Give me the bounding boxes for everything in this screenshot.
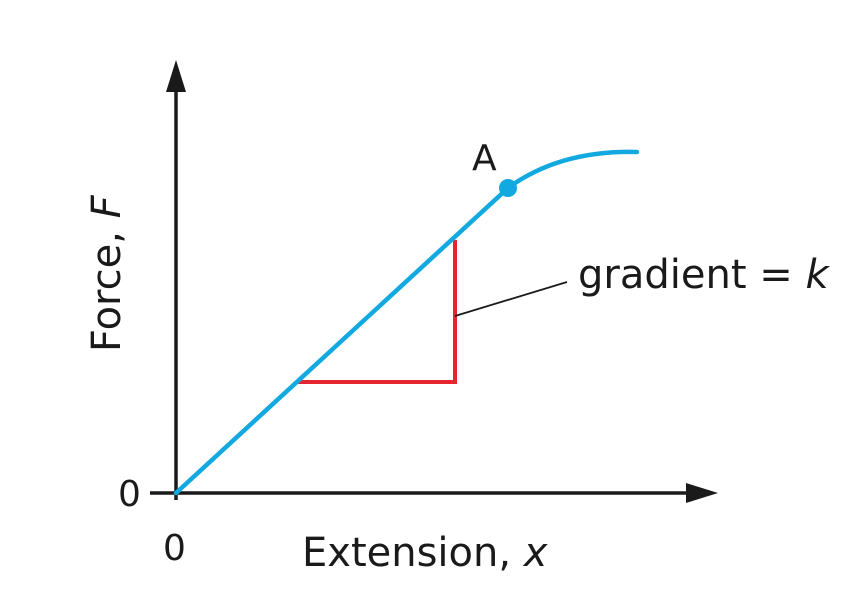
arrowhead-up-icon <box>166 60 186 92</box>
y-axis-label-symbol: F <box>84 194 130 218</box>
x-origin-tick-label: 0 <box>163 528 186 569</box>
gradient-annotation-text: gradient = <box>578 252 805 298</box>
arrowhead-right-icon <box>686 483 718 503</box>
x-axis-label-text: Extension, <box>302 530 524 576</box>
annotation-leader-line <box>454 281 568 317</box>
y-origin-tick-label: 0 <box>118 474 141 515</box>
point-a-label: A <box>472 138 497 179</box>
x-axis-label-symbol: x <box>522 530 548 576</box>
y-axis-label-text: Force, <box>84 218 130 352</box>
point-a-marker <box>499 179 517 197</box>
x-axis-label: Extension, x <box>302 530 548 576</box>
gradient-triangle <box>297 240 457 384</box>
gradient-annotation-symbol: k <box>805 252 830 298</box>
y-axis-label: Force, F <box>84 194 130 352</box>
force-extension-curve <box>173 149 640 496</box>
gradient-annotation: gradient = k <box>578 252 830 298</box>
